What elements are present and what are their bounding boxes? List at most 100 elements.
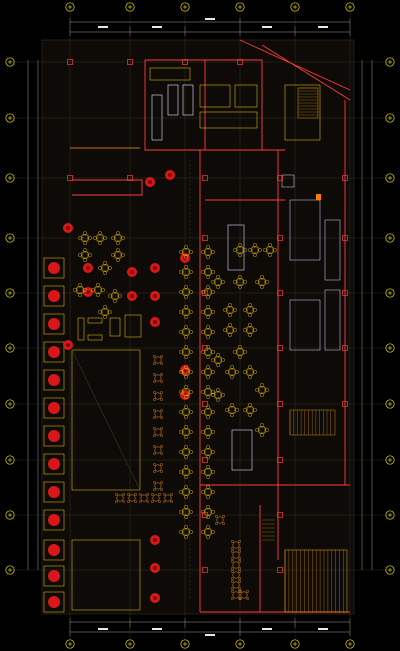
round-table-icon (153, 445, 163, 455)
square-table-icon (179, 385, 193, 399)
square-table-icon (78, 231, 92, 245)
structural-column (277, 290, 283, 296)
square-table-icon (255, 275, 269, 289)
square-table-icon (91, 283, 105, 297)
axis-bubble-icon (345, 2, 355, 12)
potted-plant-icon (150, 291, 160, 301)
square-table-icon (233, 243, 247, 257)
square-table-icon (233, 275, 247, 289)
axis-bubble-icon (385, 113, 395, 123)
square-table-icon (201, 285, 215, 299)
square-table-icon (243, 303, 257, 317)
planter-box (43, 481, 65, 503)
structural-column (202, 290, 208, 296)
round-table-icon (163, 493, 173, 503)
planter-box (43, 313, 65, 335)
structural-columns (67, 59, 348, 573)
planter-box (43, 509, 65, 531)
square-table-icon (73, 283, 87, 297)
square-table-icon (201, 385, 215, 399)
square-table-icon (179, 345, 193, 359)
square-table-icon (248, 243, 262, 257)
potted-plant-icon (83, 287, 93, 297)
axis-bubbles (5, 2, 395, 649)
round-table-icon (231, 540, 241, 550)
square-table-icon (201, 305, 215, 319)
square-table-icon (111, 248, 125, 262)
stair-treads (262, 87, 344, 612)
potted-plant-icon (150, 535, 160, 545)
structural-column (67, 175, 73, 181)
square-table-icon (225, 365, 239, 379)
potted-plant-icon (145, 177, 155, 187)
structural-column (202, 175, 208, 181)
square-table-icon (98, 261, 112, 275)
potted-plant-icon (127, 291, 137, 301)
round-table-icon (153, 481, 163, 491)
square-table-icon (179, 485, 193, 499)
square-table-icon (201, 445, 215, 459)
structural-column (277, 512, 283, 518)
structural-column (127, 59, 133, 65)
square-table-icon (243, 323, 257, 337)
axis-bubble-icon (5, 233, 15, 243)
square-table-icon (179, 465, 193, 479)
axis-bubble-icon (180, 2, 190, 12)
square-table-icon (201, 465, 215, 479)
structural-column (277, 457, 283, 463)
axis-bubble-icon (385, 399, 395, 409)
atrium-void-lower (71, 539, 141, 611)
structural-column (342, 290, 348, 296)
dimension-labels (98, 18, 328, 636)
building-walls (72, 39, 351, 613)
round-table-icon (115, 493, 125, 503)
structural-column (182, 59, 188, 65)
round-table-icon (215, 515, 225, 525)
potted-plant-icon (83, 263, 93, 273)
round-table-icon (231, 580, 241, 590)
square-table-icon (179, 525, 193, 539)
square-table-icon (201, 345, 215, 359)
axis-bubble-icon (65, 2, 75, 12)
structural-column (342, 401, 348, 407)
structural-column (202, 512, 208, 518)
left-dimension-chain (27, 60, 39, 570)
square-table-icon (243, 365, 257, 379)
square-table-icon (179, 365, 193, 379)
round-table-icon (153, 373, 163, 383)
potted-plant-icon (150, 317, 160, 327)
axis-bubble-icon (235, 639, 245, 649)
potted-plant-icon (127, 267, 137, 277)
lounge-sofa-group (77, 314, 142, 341)
kitchen-hood-marker (316, 194, 321, 200)
round-table-icon (231, 560, 241, 570)
axis-bubble-icon (5, 455, 15, 465)
axis-bubble-icon (5, 173, 15, 183)
potted-plant-icon (165, 170, 175, 180)
right-dimension-chain (361, 60, 373, 570)
round-table-icon (239, 590, 249, 600)
planter-box (43, 453, 65, 475)
square-table-icon (111, 231, 125, 245)
square-table-icon (179, 245, 193, 259)
square-table-icon (179, 445, 193, 459)
square-tables (73, 231, 277, 539)
potted-plant-icon (150, 593, 160, 603)
square-table-icon (263, 243, 277, 257)
axis-bubble-icon (125, 639, 135, 649)
axis-bubble-icon (385, 510, 395, 520)
square-table-icon (223, 303, 237, 317)
square-table-icon (201, 265, 215, 279)
bar-counter (227, 224, 253, 471)
round-table-icon (139, 493, 149, 503)
axis-bubble-icon (235, 2, 245, 12)
structural-column (202, 345, 208, 351)
round-table-icon (153, 409, 163, 419)
square-table-icon (179, 265, 193, 279)
perimeter-planters (43, 257, 65, 613)
square-table-icon (243, 403, 257, 417)
round-table-icon (153, 463, 163, 473)
square-table-icon (108, 289, 122, 303)
square-table-icon (98, 305, 112, 319)
potted-plant-icon (150, 263, 160, 273)
